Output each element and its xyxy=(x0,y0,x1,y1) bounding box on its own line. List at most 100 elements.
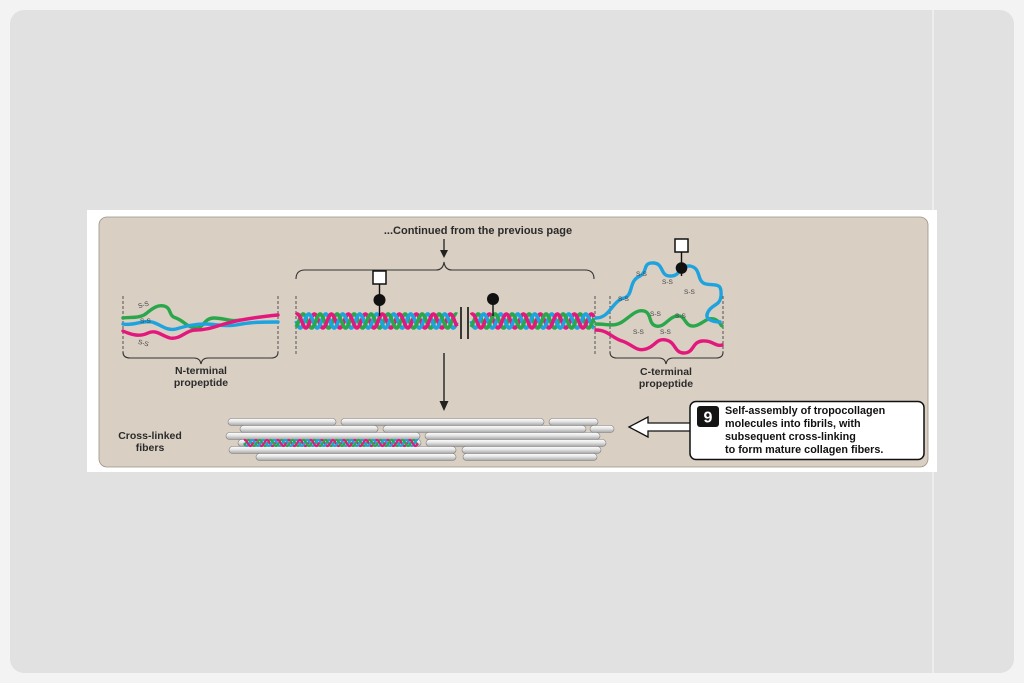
helix-strand-green xyxy=(511,313,525,330)
fiber-rod xyxy=(228,446,457,454)
hydroxylysine-dot-icon xyxy=(373,294,386,306)
helix-strand-green xyxy=(486,312,499,329)
helix-strand-magenta xyxy=(354,312,366,330)
disulfide-bond-label: S-S xyxy=(636,271,648,278)
step-text-line: molecules into fibrils, with xyxy=(725,418,861,430)
helix-strand-magenta xyxy=(320,312,332,330)
helix-strand-blue xyxy=(413,438,419,444)
fiber-rod xyxy=(589,425,615,433)
c-terminal-label-2: propeptide xyxy=(639,378,693,390)
helix-strand-magenta xyxy=(529,312,541,330)
helix-strand-magenta xyxy=(588,312,596,318)
c-terminal-label: C-terminal xyxy=(640,366,692,378)
helix-strand-green xyxy=(362,312,375,329)
oligosaccharide-marker xyxy=(372,270,387,316)
fiber-rod xyxy=(340,418,545,426)
helix-strand-magenta xyxy=(478,312,490,330)
helix-strand-green xyxy=(387,313,401,330)
helix-strand-magenta xyxy=(328,312,341,330)
strand-magenta xyxy=(594,328,724,355)
helix-strand-magenta xyxy=(495,312,507,330)
helix-strand-magenta xyxy=(405,312,417,330)
helix-strand-magenta xyxy=(396,312,409,330)
fiber-rod xyxy=(424,432,601,440)
helix-strand-blue xyxy=(503,318,516,330)
helix-strand-blue xyxy=(430,318,443,330)
n-terminal-underbrace xyxy=(122,351,279,365)
step-text-line: to form mature collagen fibers. xyxy=(725,444,883,456)
step-callout: 9 Self-assembly of tropocollagen molecul… xyxy=(689,400,925,461)
helix-strand-blue xyxy=(404,312,418,324)
helix-strand-green xyxy=(537,312,550,329)
helix-strand-magenta xyxy=(371,312,383,330)
helix-strand-magenta xyxy=(520,312,533,330)
helix-strand-blue xyxy=(477,312,491,324)
n-terminal-tangle: S-S S-S S-S xyxy=(121,300,280,349)
tropocollagen-in-fiber xyxy=(243,438,419,448)
helix-strand-blue xyxy=(302,312,316,324)
helix-strand-green xyxy=(336,313,350,330)
disulfide-bond-label: S-S xyxy=(660,329,672,336)
helix-strand-magenta xyxy=(469,312,482,330)
helix-strand-green xyxy=(562,313,576,330)
helix-strand-magenta xyxy=(447,312,459,328)
helix-strand-magenta xyxy=(580,312,592,330)
helix-strand-magenta xyxy=(546,312,558,330)
fiber-rod xyxy=(548,418,599,426)
helix-strand-blue xyxy=(379,318,392,330)
helix-strand-magenta xyxy=(303,312,315,330)
galactose-square-icon xyxy=(674,238,689,253)
helix-strand-blue xyxy=(528,312,542,324)
disulfide-bond-label: S-S xyxy=(675,313,687,320)
helix-strand-green xyxy=(588,317,596,329)
triple-helix-left xyxy=(294,312,459,330)
hydroxylysine-dot-icon xyxy=(487,293,499,305)
disulfide-bond-label: S-S xyxy=(140,318,152,325)
galactose-square-icon xyxy=(372,270,387,285)
fiber-rod xyxy=(255,453,457,461)
helix-strand-green xyxy=(438,313,452,330)
helix-strand-blue xyxy=(328,318,341,330)
helix-strand-green xyxy=(413,312,426,329)
n-terminal-label-2: propeptide xyxy=(174,377,228,389)
step-number-badge xyxy=(697,406,719,427)
disulfide-bond-label: S-S xyxy=(633,329,645,336)
fiber-rod xyxy=(425,439,607,447)
fiber-rod xyxy=(461,446,602,454)
strand-green xyxy=(121,303,242,330)
helix-strand-magenta xyxy=(294,312,307,330)
helix-strand-magenta xyxy=(414,442,419,448)
triple-helix-right xyxy=(469,312,596,330)
strand-blue xyxy=(121,319,280,332)
fiber-rod xyxy=(239,425,379,433)
disulfide-bond-label: S-S xyxy=(662,279,674,286)
c-terminal-underbrace xyxy=(609,351,724,365)
helix-strand-magenta xyxy=(571,312,584,330)
helix-strand-magenta xyxy=(503,312,516,330)
helix-strand-magenta xyxy=(554,312,567,330)
helix-strand-magenta xyxy=(379,312,392,330)
fiber-rod xyxy=(225,432,421,440)
hydroxylysine-dot-icon xyxy=(675,262,688,274)
helix-strand-magenta xyxy=(430,312,443,330)
fiber-rod xyxy=(382,425,587,433)
step-text-line: subsequent cross-linking xyxy=(725,431,856,443)
c-terminal-tangle: S-S S-S S-S S-S S-S S-S S-S S-S xyxy=(594,261,724,355)
fiber-rod xyxy=(227,418,337,426)
helix-brace xyxy=(295,261,595,280)
disulfide-bond-label: S-S xyxy=(137,339,150,349)
oligosaccharide-marker xyxy=(674,238,689,276)
fiber-rod xyxy=(462,453,598,461)
disulfide-bond-label: S-S xyxy=(137,300,150,310)
n-terminal-label: N-terminal xyxy=(175,365,227,377)
step-number: 9 xyxy=(704,410,713,427)
down-arrow-top xyxy=(440,239,448,258)
disulfide-bond-label: S-S xyxy=(618,296,630,303)
callout-box xyxy=(689,400,925,461)
continued-note: ...Continued from the previous page xyxy=(384,225,572,237)
oligosaccharide-marker xyxy=(487,293,499,316)
helix-strand-blue xyxy=(579,312,593,324)
helix-strand-magenta xyxy=(422,312,434,330)
helix-break-marks xyxy=(460,307,469,339)
